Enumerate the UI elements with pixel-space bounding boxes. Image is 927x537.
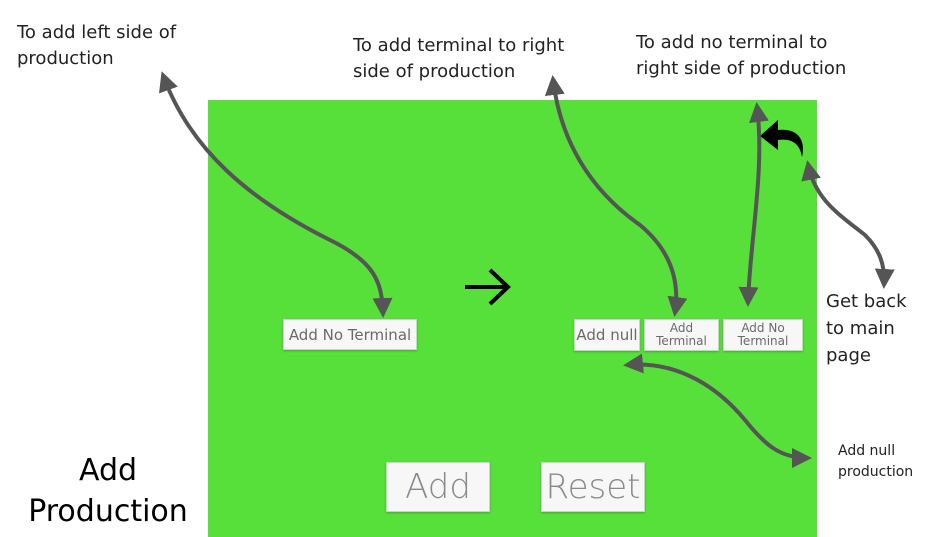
- add-null-button[interactable]: Add null: [574, 319, 640, 351]
- add-terminal-label: Add Terminal: [656, 321, 707, 348]
- back-annotation: Get back to main page: [826, 291, 907, 366]
- page-title: Add Production: [28, 453, 188, 529]
- back-arrow-icon[interactable]: [752, 112, 812, 162]
- production-arrow-icon: [465, 268, 511, 306]
- null-production-annotation: Add null production: [838, 443, 914, 480]
- add-button[interactable]: Add: [386, 462, 490, 512]
- left-side-annotation: To add left side of production: [17, 22, 177, 69]
- reset-button[interactable]: Reset: [541, 462, 645, 512]
- add-no-terminal-label: Add No Terminal: [737, 321, 789, 348]
- add-no-terminal-button[interactable]: Add No Terminal: [723, 319, 803, 351]
- add-left-no-terminal-button[interactable]: Add No Terminal: [283, 319, 417, 350]
- connector-back: [801, 160, 895, 289]
- no-terminal-right-annotation: To add no terminal to right side of prod…: [636, 32, 847, 79]
- add-terminal-button[interactable]: Add Terminal: [644, 319, 719, 351]
- terminal-right-annotation: To add terminal to right side of product…: [353, 35, 565, 82]
